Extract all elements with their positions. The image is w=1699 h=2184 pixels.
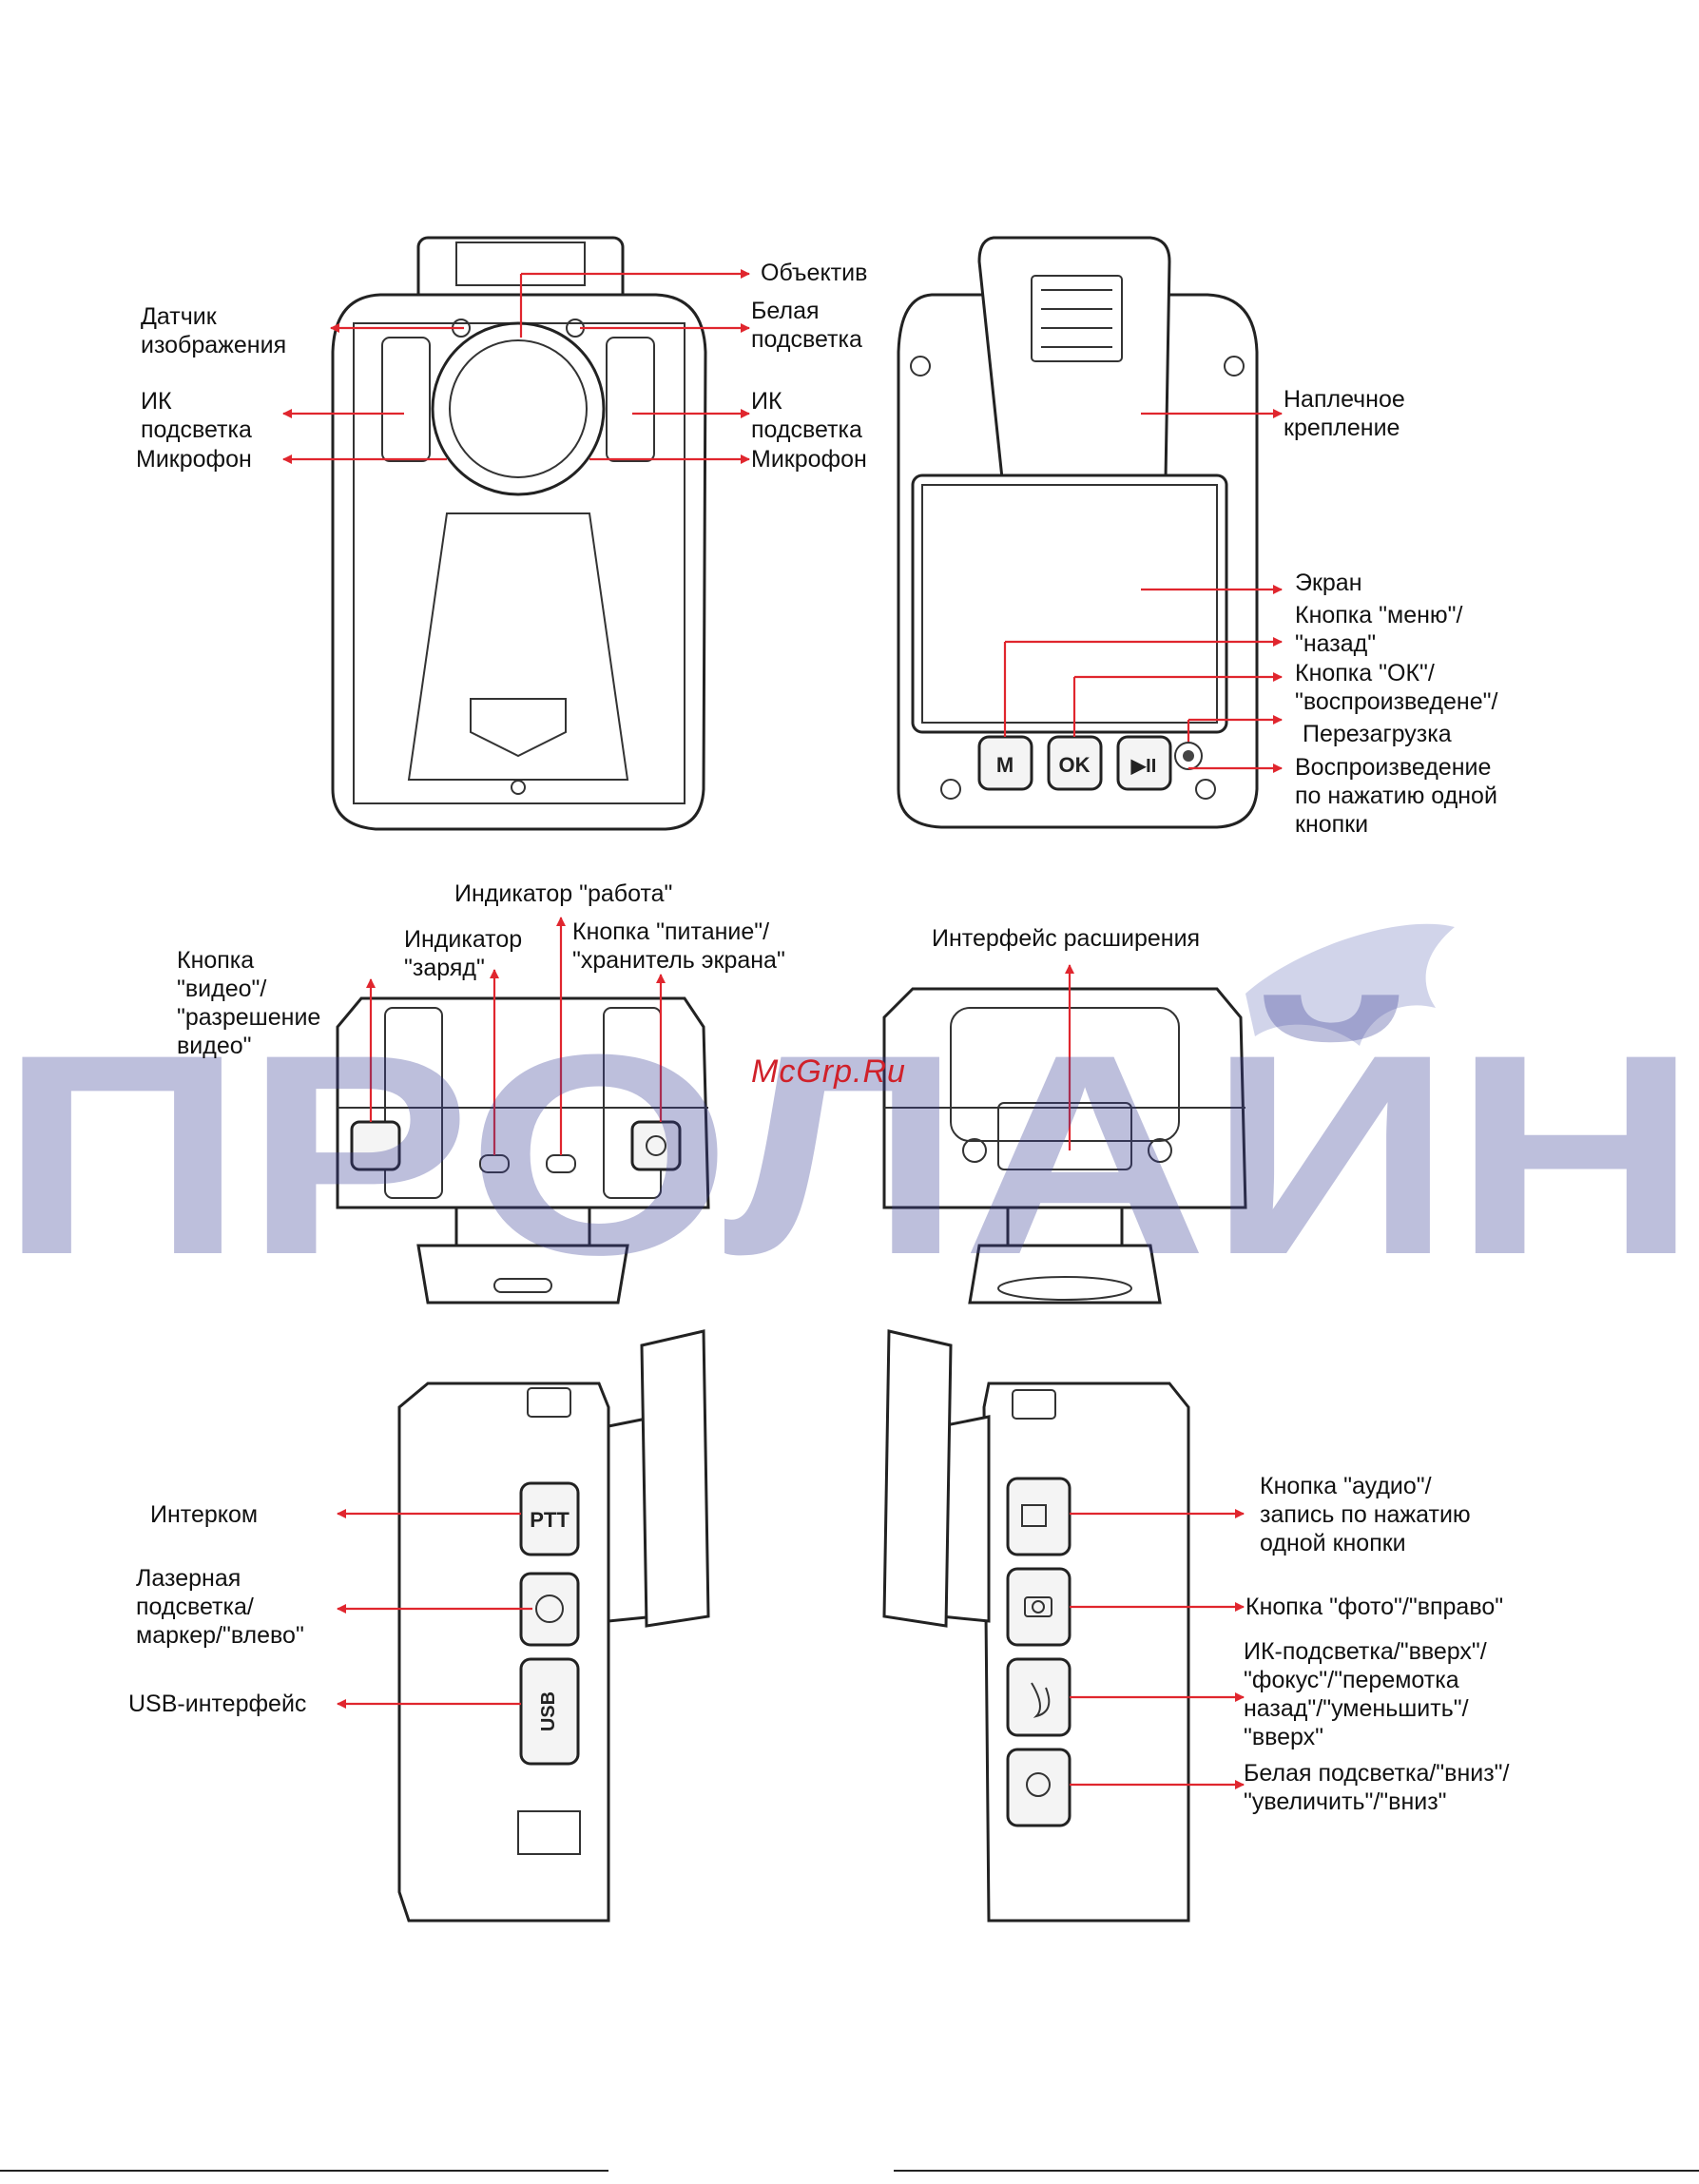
label-reboot: Перезагрузка (1303, 721, 1452, 747)
ptt-label: PTT (530, 1508, 570, 1532)
label-power-button: Кнопка "питание"/ "хранитель экрана" (572, 918, 785, 974)
back-m-label: M (996, 753, 1014, 777)
label-white-light: Белая подсветка (751, 298, 862, 353)
label-one-touch-play: Воспроизведение по нажатию одной кнопки (1295, 754, 1497, 838)
left-side-view: PTT USB (397, 1329, 710, 1923)
watermark-site: McGrp.Ru (751, 1053, 906, 1090)
label-photo-button: Кнопка "фото"/"вправо" (1245, 1594, 1504, 1620)
label-ok-button: Кнопка "ОК"/ "воспроизведене"/ (1295, 660, 1498, 715)
white-light-button (1006, 1748, 1072, 1827)
back-ok-label: OK (1059, 753, 1091, 777)
watermark-text: ПРОЛАЙН (0, 995, 1699, 1314)
label-usb: USB-интерфейс (128, 1691, 307, 1717)
label-lens: Объектив (761, 260, 868, 286)
back-play-label: ▶II (1130, 756, 1157, 777)
label-expansion-interface: Интерфейс расширения (932, 925, 1201, 952)
label-shoulder-mount: Наплечное крепление (1284, 386, 1405, 441)
usb-label: USB (538, 1691, 559, 1731)
label-menu-button: Кнопка "меню"/ "назад" (1295, 602, 1463, 657)
video-button (350, 1120, 401, 1171)
label-video-button: Кнопка "видео"/ "разрешение видео" (177, 947, 321, 1059)
label-ir-button: ИК-подсветка/"вверх"/ "фокус"/"перемотка… (1244, 1638, 1487, 1750)
label-white-light-button: Белая подсветка/"вниз"/ "увеличить"/"вни… (1244, 1760, 1510, 1815)
label-laser: Лазерная подсветка/ маркер/"влево" (136, 1565, 304, 1649)
watermark-bat-icon (1245, 923, 1455, 1046)
usb-port (519, 1657, 580, 1766)
label-ir-left: ИК подсветка (141, 388, 252, 443)
label-audio-button: Кнопка "аудио"/ запись по нажатию одной … (1260, 1473, 1471, 1556)
label-image-sensor: Датчик изображения (141, 303, 287, 358)
screen-area (911, 474, 1228, 734)
label-charge-indicator: Индикатор "заряд" (404, 926, 523, 981)
label-ir-right: ИК подсветка (751, 388, 862, 443)
right-side-view (882, 1329, 1190, 1923)
audio-button (1006, 1477, 1072, 1556)
label-mic-left: Микрофон (136, 446, 252, 473)
back-view: M OK ▶II (897, 236, 1259, 829)
pointer-arrows (282, 269, 1283, 1789)
front-view (331, 236, 707, 831)
power-button (630, 1120, 682, 1171)
back-play-button (1116, 735, 1172, 791)
photo-button (1006, 1567, 1072, 1647)
top-view (336, 996, 710, 1305)
label-work-indicator: Индикатор "работа" (454, 880, 673, 907)
label-mic-right: Микрофон (751, 446, 867, 473)
expansion-port (997, 1102, 1132, 1170)
label-intercom: Интерком (150, 1501, 259, 1528)
label-screen: Экран (1295, 570, 1362, 596)
ptt-button (519, 1481, 580, 1556)
bottom-view (882, 987, 1247, 1305)
